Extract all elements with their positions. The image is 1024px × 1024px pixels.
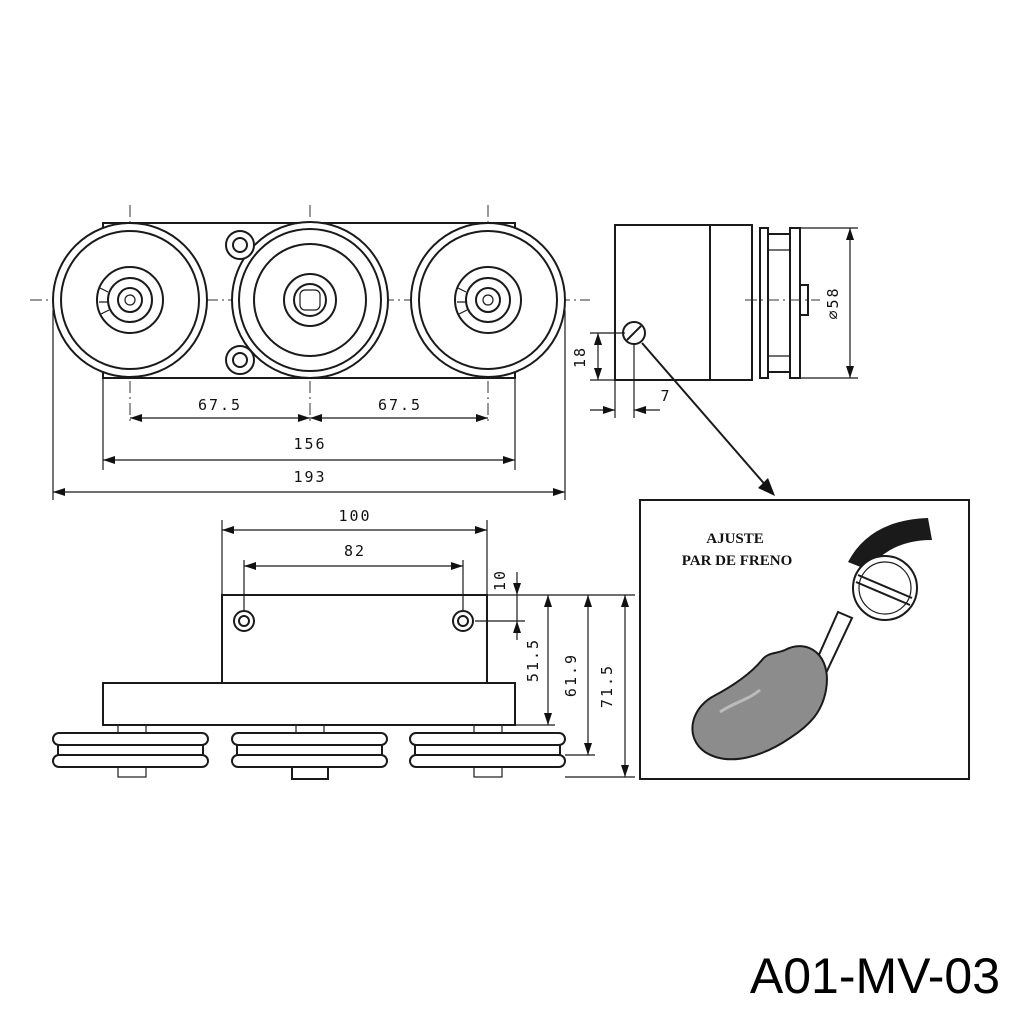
dim-156: 156 xyxy=(293,435,326,453)
left-mount-hole xyxy=(233,610,255,632)
upper-screw xyxy=(225,230,255,260)
screwdriver-icon xyxy=(691,610,854,761)
brake-adjust-screw xyxy=(622,321,646,345)
dim-67-5-right: 67.5 xyxy=(378,396,422,414)
right-mount-hole xyxy=(452,610,474,632)
lower-screw xyxy=(225,345,255,375)
front-right-wheel xyxy=(409,724,566,778)
brake-adjust-callout: AJUSTE PAR DE FRENO xyxy=(639,499,970,780)
front-middle-wheel xyxy=(231,724,388,780)
dim-10: 10 xyxy=(491,569,509,591)
product-code: A01-MV-03 xyxy=(750,948,1000,1004)
top-view: 67.5 67.5 156 193 xyxy=(30,205,590,500)
left-wheel xyxy=(52,222,208,378)
dim-193: 193 xyxy=(293,468,326,486)
dim-82: 82 xyxy=(344,542,366,560)
screw-head-icon xyxy=(852,555,918,621)
side-view: 18 7 ⌀58 xyxy=(571,224,858,496)
dim-100: 100 xyxy=(338,507,371,525)
right-wheel xyxy=(410,222,566,378)
dim-51-5: 51.5 xyxy=(524,638,542,682)
rotation-arrow-icon xyxy=(848,518,932,570)
dim-67-5-left: 67.5 xyxy=(198,396,242,414)
callout-title-line2: PAR DE FRENO xyxy=(682,553,793,569)
front-left-wheel xyxy=(52,724,209,778)
dim-7: 7 xyxy=(660,387,671,405)
middle-wheel xyxy=(231,221,389,379)
dim-diameter-58: ⌀58 xyxy=(824,286,842,319)
dim-71-5: 71.5 xyxy=(598,664,616,708)
dim-18: 18 xyxy=(571,346,589,368)
callout-title-line1: AJUSTE xyxy=(706,531,764,547)
callout-leader xyxy=(641,342,769,489)
front-view: 100 82 10 51.5 61.9 71.5 xyxy=(52,507,635,780)
dim-61-9: 61.9 xyxy=(562,653,580,697)
